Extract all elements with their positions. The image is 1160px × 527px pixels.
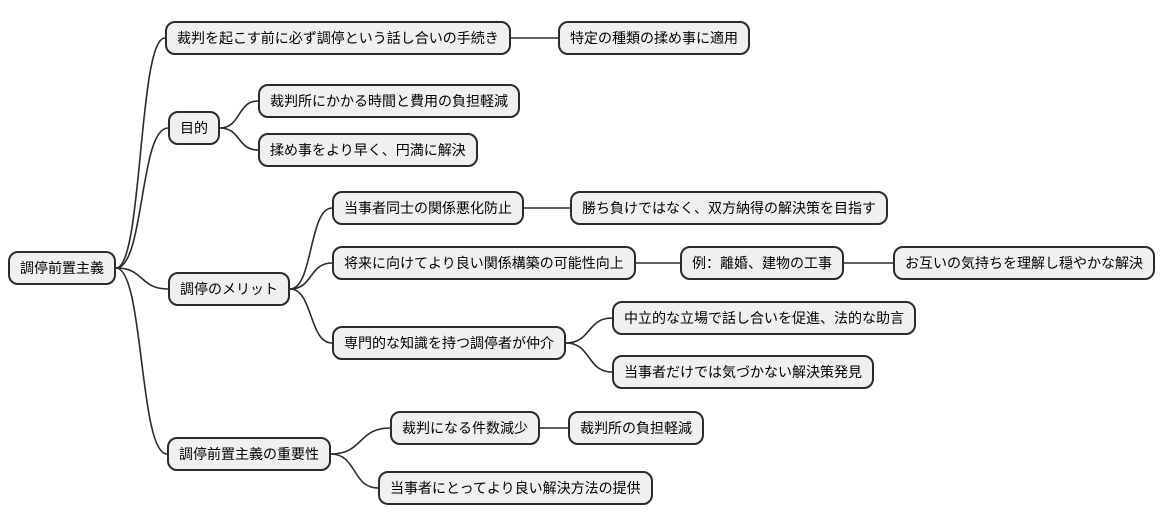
edge-merits-to-prevent-relationship-deterioration	[289, 207, 333, 290]
mindmap-node-label: 調停前置主義	[20, 260, 104, 276]
mindmap-node-label: 勝ち負けではなく、双方納得の解決策を目指す	[582, 200, 876, 216]
mindmap-node-court-burden-reduction[interactable]: 裁判所の負担軽減	[568, 411, 704, 445]
mindmap-node-merits[interactable]: 調停のメリット	[168, 272, 290, 306]
mindmap-node-label: 当事者同士の関係悪化防止	[344, 200, 512, 216]
edge-expert-mediator-to-neutral-facilitation	[565, 317, 613, 344]
edge-root-to-definition	[115, 37, 166, 269]
edge-purpose-to-early-amicable-resolution	[219, 127, 259, 151]
edge-importance-to-fewer-trials	[330, 427, 391, 455]
mindmap-node-prevent-relationship-deterioration[interactable]: 当事者同士の関係悪化防止	[332, 191, 524, 225]
mindmap-node-label: 裁判になる件数減少	[402, 420, 528, 436]
edge-purpose-to-time-cost-reduction	[219, 100, 259, 129]
edge-root-to-importance	[115, 267, 168, 455]
mindmap-node-label: 裁判所の負担軽減	[580, 420, 692, 436]
mindmap-node-label: 調停のメリット	[180, 281, 278, 297]
mindmap-node-label: 当事者だけでは気づかない解決策発見	[624, 364, 862, 380]
mindmap-node-label: 当事者にとってより良い解決方法の提供	[390, 480, 641, 496]
mindmap-node-purpose[interactable]: 目的	[168, 111, 220, 145]
mindmap-node-win-win-solution[interactable]: 勝ち負けではなく、双方納得の解決策を目指す	[570, 191, 888, 225]
mindmap-node-label: 中立的な立場で話し合いを促進、法的な助言	[624, 310, 904, 326]
mindmap-node-label: 特定の種類の揉め事に適用	[570, 30, 738, 46]
mindmap-node-expert-mediator[interactable]: 専門的な知識を持つ調停者が仲介	[332, 326, 566, 360]
edge-expert-mediator-to-discover-solutions	[565, 342, 613, 373]
mindmap-node-label: 調停前置主義の重要性	[179, 446, 319, 462]
edge-merits-to-expert-mediator	[289, 288, 333, 344]
edge-importance-to-better-solutions-for-parties	[330, 453, 379, 489]
mindmap-node-label: 裁判を起こす前に必ず調停という話し合いの手続き	[177, 30, 499, 46]
mindmap-node-time-cost-reduction[interactable]: 裁判所にかかる時間と費用の負担軽減	[258, 84, 520, 118]
mindmap-node-label: 目的	[180, 120, 208, 136]
mindmap-node-better-future-relationship[interactable]: 将来に向けてより良い関係構築の可能性向上	[332, 246, 636, 280]
mindmap-node-label: 例：離婚、建物の工事	[692, 255, 832, 271]
mindmap-node-definition[interactable]: 裁判を起こす前に必ず調停という話し合いの手続き	[165, 21, 511, 55]
mindmap-node-applicable-disputes[interactable]: 特定の種類の揉め事に適用	[558, 21, 750, 55]
mindmap-node-examples[interactable]: 例：離婚、建物の工事	[680, 246, 844, 280]
mindmap-node-label: 将来に向けてより良い関係構築の可能性向上	[344, 255, 624, 271]
mindmap-node-label: お互いの気持ちを理解し穏やかな解決	[905, 255, 1143, 271]
edge-root-to-purpose	[115, 127, 169, 269]
mindmap-node-importance[interactable]: 調停前置主義の重要性	[167, 437, 331, 471]
mindmap-node-early-amicable-resolution[interactable]: 揉め事をより早く、円満に解決	[258, 133, 478, 167]
mindmap-node-better-solutions-for-parties[interactable]: 当事者にとってより良い解決方法の提供	[378, 471, 653, 505]
mindmap-node-label: 裁判所にかかる時間と費用の負担軽減	[270, 93, 508, 109]
mindmap-node-label: 専門的な知識を持つ調停者が仲介	[344, 335, 554, 351]
edge-merits-to-better-future-relationship	[289, 262, 333, 290]
mindmap-node-discover-solutions[interactable]: 当事者だけでは気づかない解決策発見	[612, 355, 874, 389]
mindmap-node-mutual-understanding[interactable]: お互いの気持ちを理解し穏やかな解決	[893, 246, 1155, 280]
mindmap-node-neutral-facilitation[interactable]: 中立的な立場で話し合いを促進、法的な助言	[612, 301, 916, 335]
edge-root-to-merits	[115, 267, 169, 290]
mindmap-node-label: 揉め事をより早く、円満に解決	[270, 142, 466, 158]
mindmap-node-fewer-trials[interactable]: 裁判になる件数減少	[390, 411, 540, 445]
mindmap-node-root[interactable]: 調停前置主義	[8, 251, 116, 285]
